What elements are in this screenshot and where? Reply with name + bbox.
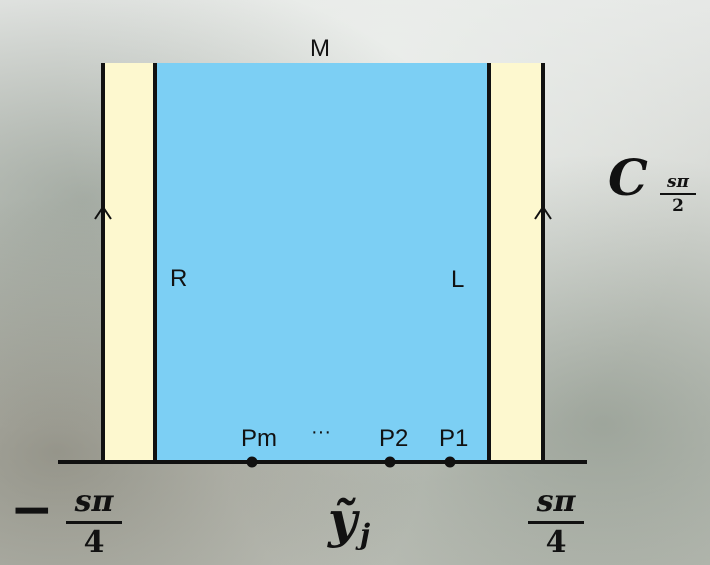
label-ellipsis: ···	[311, 421, 331, 443]
left-bound-minus: −	[10, 480, 54, 540]
contour-sub-denominator: 2	[672, 196, 684, 216]
left-bound-denominator: 4	[83, 525, 105, 560]
point-pm	[246, 456, 258, 468]
contour-subscript-fraction: sπ 2	[657, 173, 699, 215]
label-l: L	[451, 266, 465, 293]
label-p2: P2	[379, 425, 409, 452]
right-bound-fraction: sπ 4	[526, 486, 586, 559]
contour-label: C	[608, 148, 648, 207]
left-up-arrow	[94, 205, 112, 220]
label-p1: P1	[439, 425, 469, 452]
axis-variable: ỹ	[328, 490, 358, 549]
right-bound-denominator: 4	[545, 525, 567, 560]
contour-sub-numerator: sπ	[666, 172, 689, 192]
point-p2	[384, 456, 396, 468]
left-strip	[103, 63, 155, 462]
axis-variable-subscript: j	[360, 518, 371, 551]
left-bound-bar	[66, 521, 122, 524]
point-p1	[444, 456, 456, 468]
label-r: R	[170, 265, 188, 292]
left-bound-fraction: sπ 4	[64, 486, 124, 559]
contour-sub-bar	[660, 193, 696, 195]
right-up-arrow	[534, 205, 552, 220]
left-bound-numerator: sπ	[74, 484, 114, 519]
right-strip	[489, 63, 543, 462]
center-region	[155, 63, 489, 462]
label-m: M	[310, 35, 330, 62]
right-bound-numerator: sπ	[536, 484, 576, 519]
label-pm: Pm	[241, 425, 277, 452]
right-bound-bar	[528, 521, 584, 524]
